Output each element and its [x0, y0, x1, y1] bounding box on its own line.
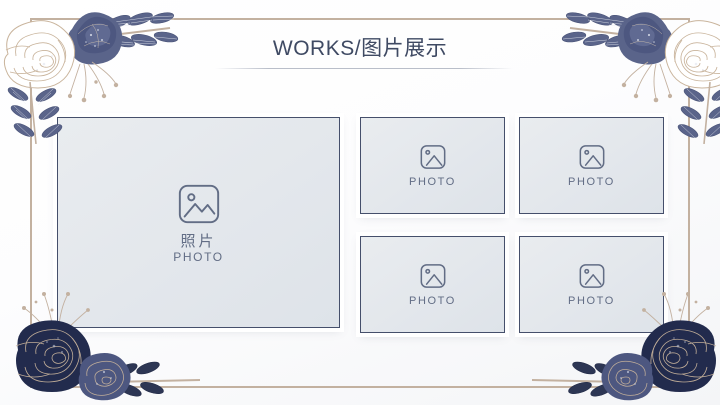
leaf-branch-right — [109, 361, 201, 397]
image-placeholder-icon — [178, 184, 219, 223]
image-placeholder-icon — [579, 264, 604, 288]
frame-line-top — [30, 18, 690, 20]
leaf-branch-down — [7, 81, 63, 144]
gold-stamen-sprigs — [621, 61, 673, 103]
frame-line-left — [30, 18, 32, 388]
title-divider — [215, 68, 513, 69]
gold-stamen-sprigs — [67, 61, 119, 103]
photo-label-en: PHOTO — [568, 295, 615, 307]
photo-placeholder-thumb-4[interactable]: PHOTO — [519, 236, 664, 333]
photo-label-en: PHOTO — [409, 295, 456, 307]
photo-label-cn: 照片 — [180, 232, 217, 250]
page-title: WORKS/图片展示 — [272, 37, 448, 60]
frame-line-bottom — [30, 386, 690, 388]
leaf-branch-down — [677, 81, 720, 144]
photo-label-en: PHOTO — [173, 250, 224, 265]
frame-line-right — [688, 18, 690, 388]
navy-rose-large — [15, 320, 91, 392]
leaf-branch-right — [531, 361, 623, 397]
photo-placeholder-thumb-2[interactable]: PHOTO — [519, 117, 664, 214]
image-placeholder-icon — [420, 264, 445, 288]
photo-placeholder-thumb-1[interactable]: PHOTO — [360, 117, 505, 214]
photo-placeholder-thumb-3[interactable]: PHOTO — [360, 236, 505, 333]
photo-placeholder-main[interactable]: 照片 PHOTO — [57, 117, 340, 328]
photo-label-en: PHOTO — [409, 176, 456, 188]
image-placeholder-icon — [579, 145, 604, 169]
photo-label-en: PHOTO — [568, 176, 615, 188]
image-placeholder-icon — [420, 145, 445, 169]
navy-rose-small — [78, 353, 131, 401]
navy-rose-small — [601, 353, 654, 401]
